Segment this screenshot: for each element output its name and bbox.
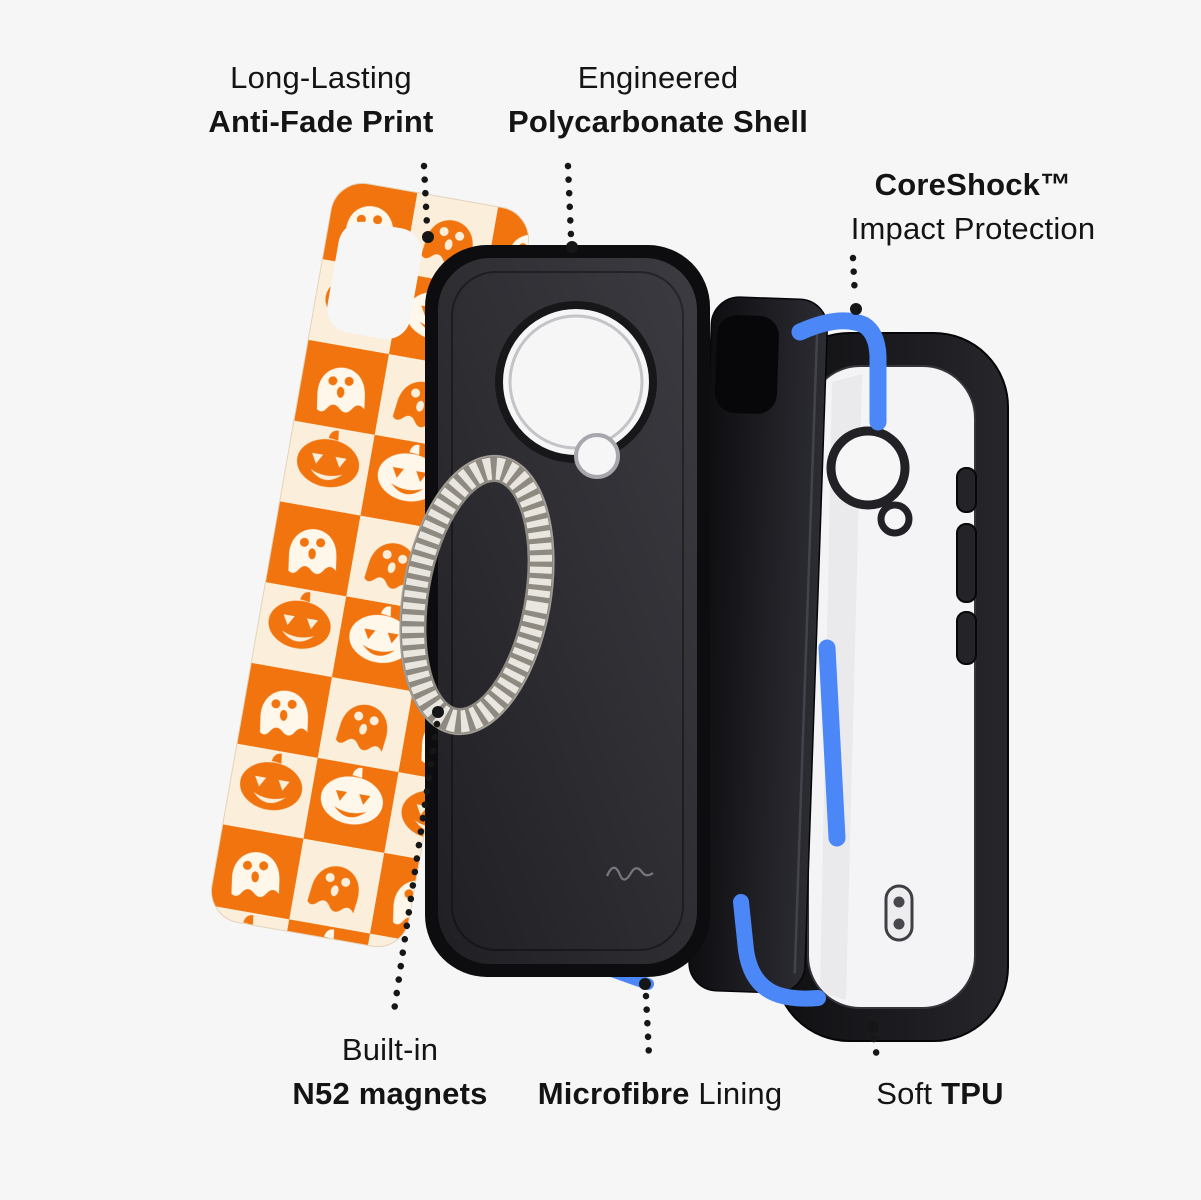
leader-polycarbonate bbox=[564, 162, 575, 240]
label-coreshock: CoreShock™ Impact Protection bbox=[851, 163, 1096, 251]
label-microfibre-regular: Lining bbox=[698, 1076, 783, 1111]
label-magnets-line2: N52 magnets bbox=[292, 1076, 488, 1111]
label-polycarbonate-line2: Polycarbonate Shell bbox=[507, 104, 809, 139]
label-microfibre-bold: Microfibre bbox=[537, 1076, 690, 1111]
microfibre-lining-layer bbox=[688, 296, 829, 994]
tpu-flash-hole bbox=[877, 501, 913, 537]
label-polycarbonate-line1: Engineered bbox=[577, 60, 739, 95]
label-coreshock-line1: CoreShock™ bbox=[874, 167, 1072, 202]
label-microfibre-lining: Microfibre Lining bbox=[538, 1072, 783, 1116]
coreshock-insert-middle bbox=[818, 639, 846, 847]
label-soft-tpu: Soft TPU bbox=[876, 1072, 1003, 1116]
label-n52-magnets: Built-in N52 magnets bbox=[292, 1028, 487, 1116]
leader-microfibre bbox=[642, 992, 653, 1060]
shell-camera-cutout bbox=[495, 301, 657, 463]
brand-logo-icon bbox=[605, 866, 654, 881]
tpu-camera-ring bbox=[826, 426, 910, 510]
label-anti-fade-line1: Long-Lasting bbox=[230, 60, 412, 95]
coreshock-inserts bbox=[586, 312, 887, 1007]
print-camera-cutout bbox=[327, 221, 422, 340]
tpu-bottom-port bbox=[884, 884, 914, 942]
leader-magnets bbox=[389, 720, 441, 1022]
magnet-ring bbox=[399, 454, 555, 736]
label-polycarbonate-shell: Engineered Polycarbonate Shell bbox=[508, 56, 808, 144]
label-anti-fade-print: Long-Lasting Anti-Fade Print bbox=[208, 56, 433, 144]
leader-anti-fade bbox=[420, 162, 431, 230]
leader-tpu bbox=[870, 1035, 881, 1062]
tpu-side-buttons bbox=[956, 467, 977, 665]
coreshock-insert-bottom bbox=[733, 894, 826, 1007]
label-anti-fade-line2: Anti-Fade Print bbox=[208, 104, 434, 139]
label-tpu-bold: TPU bbox=[941, 1076, 1004, 1111]
leader-coreshock bbox=[849, 254, 859, 302]
label-tpu-regular: Soft bbox=[876, 1076, 933, 1111]
label-magnets-line1: Built-in bbox=[341, 1032, 439, 1067]
leader-lines bbox=[389, 162, 881, 1062]
tpu-bumper-layer bbox=[774, 332, 1009, 1042]
shell-flash-cutout bbox=[574, 433, 620, 479]
coreshock-insert-top bbox=[791, 312, 887, 431]
label-coreshock-line2: Impact Protection bbox=[850, 211, 1096, 246]
polycarbonate-shell-layer bbox=[425, 245, 710, 977]
